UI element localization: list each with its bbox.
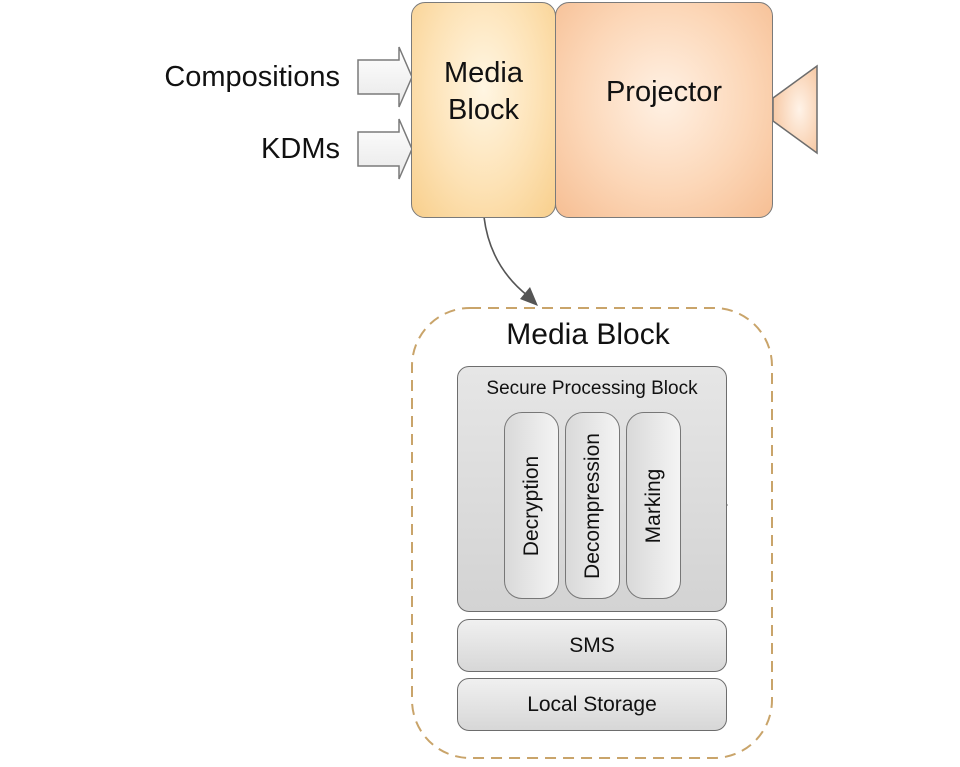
decompression-stage: Decompression <box>565 412 620 599</box>
compositions-label: Compositions <box>164 61 340 93</box>
sms-block: SMS <box>457 619 727 672</box>
media-block-box: Media Block <box>411 2 556 218</box>
marking-stage: Marking <box>626 412 681 599</box>
sms-label: SMS <box>569 633 615 657</box>
local-storage-block: Local Storage <box>457 678 727 731</box>
decryption-stage: Decryption <box>504 412 559 599</box>
projector-box: Projector <box>555 2 773 218</box>
local-storage-label: Local Storage <box>527 692 657 716</box>
decryption-label: Decryption <box>519 455 543 556</box>
projector-lens <box>772 64 818 155</box>
media-block-label-line1: Media <box>444 57 523 89</box>
projector-label: Projector <box>605 75 723 108</box>
marking-label: Marking <box>641 468 665 543</box>
detail-connector-arrowhead <box>520 287 538 306</box>
kdms-arrow <box>357 118 413 180</box>
kdms-label: KDMs <box>261 133 340 165</box>
detail-connector <box>483 216 529 297</box>
media-block-label-line2: Block <box>448 94 519 126</box>
compositions-arrow <box>357 46 413 108</box>
decompression-label: Decompression <box>580 432 604 579</box>
media-block-detail-title: Media Block <box>506 318 670 351</box>
secure-processing-block-label: Secure Processing Block <box>486 378 698 399</box>
